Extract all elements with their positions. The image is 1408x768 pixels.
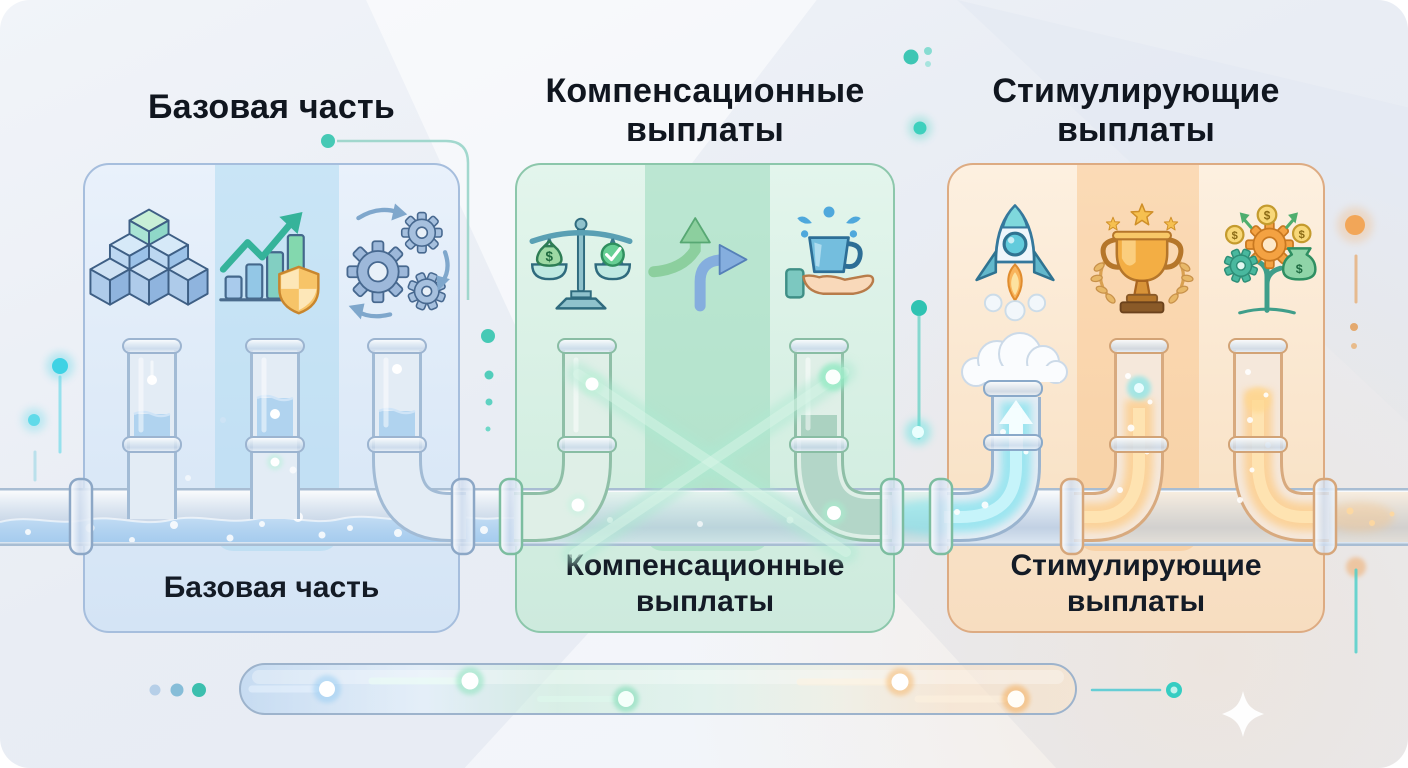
section-title-base: Базовая часть [148,88,395,126]
icon-slot: $ $ $ $ [1205,187,1329,337]
bottom-progress-tube [239,663,1077,715]
icons-row: $ $ $ $ [951,187,1321,337]
section-title-incentive: Стимулирующие выплаты [992,72,1280,150]
svg-text:$: $ [1296,262,1303,276]
section-title-compensation: Компенсационные выплаты [545,72,865,150]
icon-slot [1079,187,1205,337]
panel-compensation: $ [515,163,895,633]
panel-label-compensation: Компенсационные выплаты [565,548,845,619]
icon-slot [767,187,891,337]
mid-decor-dots [903,47,932,445]
svg-text:$: $ [546,249,554,264]
balance-scale-money-icon: $ [529,217,633,310]
icons-row [87,187,456,337]
diverging-arrows-icon [648,217,748,312]
money-tree-icon: $ $ $ $ [1223,204,1317,315]
right-decor-dots [1337,207,1373,349]
panel-incentive: $ $ $ $ Стимулирующие выплаты [947,163,1325,633]
building-blocks-icon [88,208,209,306]
icon-slot: $ [519,187,643,337]
trophy-award-icon [1090,203,1194,314]
svg-text:$: $ [1264,210,1271,223]
icon-slot [87,187,210,337]
icons-row: $ [519,187,891,337]
gears-process-icon [346,203,450,320]
hand-holding-cup-icon [785,206,875,299]
growth-chart-shield-icon [218,211,320,315]
icon-slot [333,187,456,337]
left-decor-dots [22,352,74,482]
icon-slot [951,187,1079,337]
icon-slot [643,187,767,337]
svg-text:$: $ [1299,229,1306,241]
panel-base: Базовая часть [83,163,460,633]
panel-label-incentive: Стимулирующие выплаты [1010,548,1262,619]
svg-text:$: $ [1232,230,1239,242]
panel-label-base: Базовая часть [163,571,380,605]
rocket-launch-icon [975,204,1055,322]
icon-slot [210,187,333,337]
